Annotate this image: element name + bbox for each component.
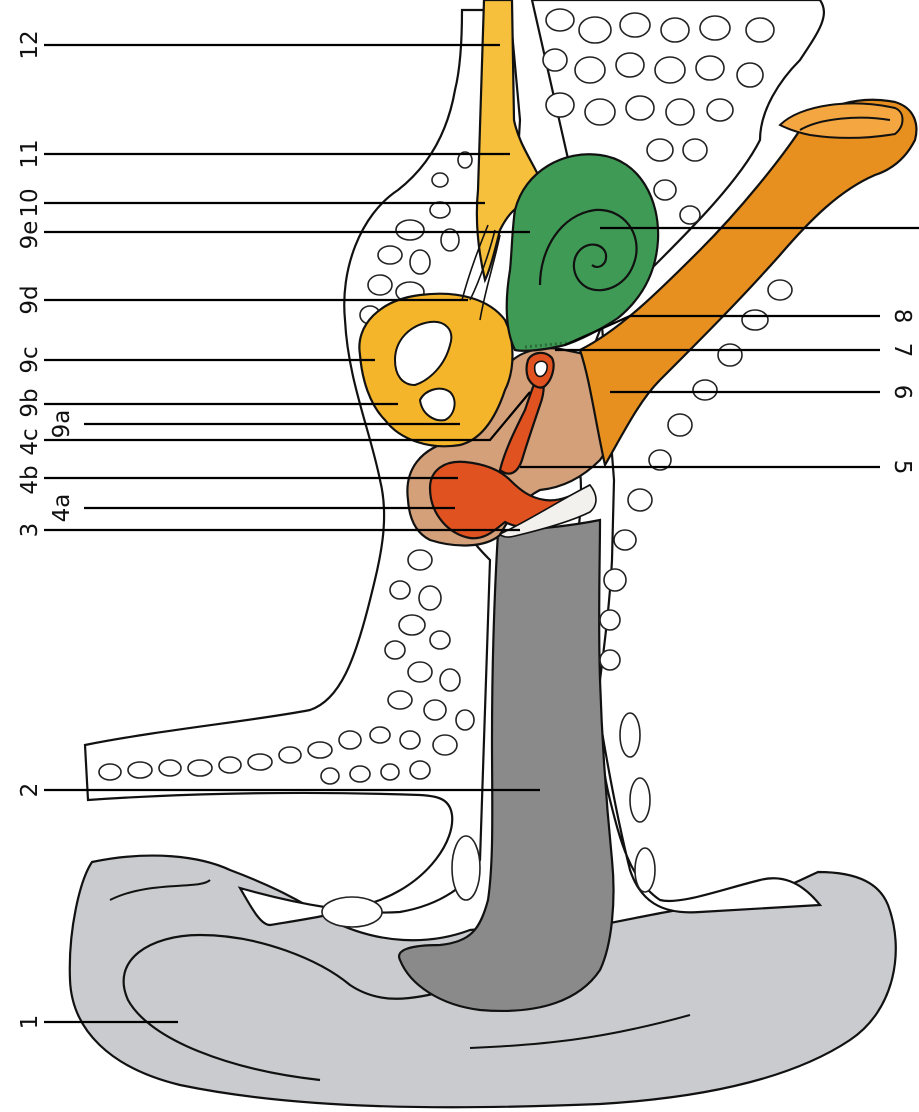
label-3: 3	[17, 523, 43, 538]
label-12: 12	[17, 30, 43, 59]
label-9e: 9e	[17, 221, 43, 250]
label-5: 5	[889, 460, 915, 475]
label-9c: 9c	[17, 346, 43, 373]
label-4a: 4a	[49, 494, 75, 523]
eustachian-tube-opening	[780, 103, 903, 137]
label-9b: 9b	[17, 388, 43, 417]
label-1: 1	[17, 1015, 43, 1030]
bone-cavity	[452, 836, 480, 900]
label-2: 2	[17, 783, 43, 798]
label-11: 11	[17, 139, 43, 168]
stapes-footplate	[535, 361, 548, 376]
label-10: 10	[17, 188, 43, 217]
label-8: 8	[889, 309, 915, 324]
label-4c: 4c	[17, 428, 43, 455]
label-9a: 9a	[49, 410, 75, 439]
bone-cavity	[322, 897, 382, 927]
label-6: 6	[889, 385, 915, 400]
label-9d: 9d	[17, 285, 43, 314]
label-7: 7	[889, 343, 915, 358]
label-4b: 4b	[17, 465, 43, 494]
